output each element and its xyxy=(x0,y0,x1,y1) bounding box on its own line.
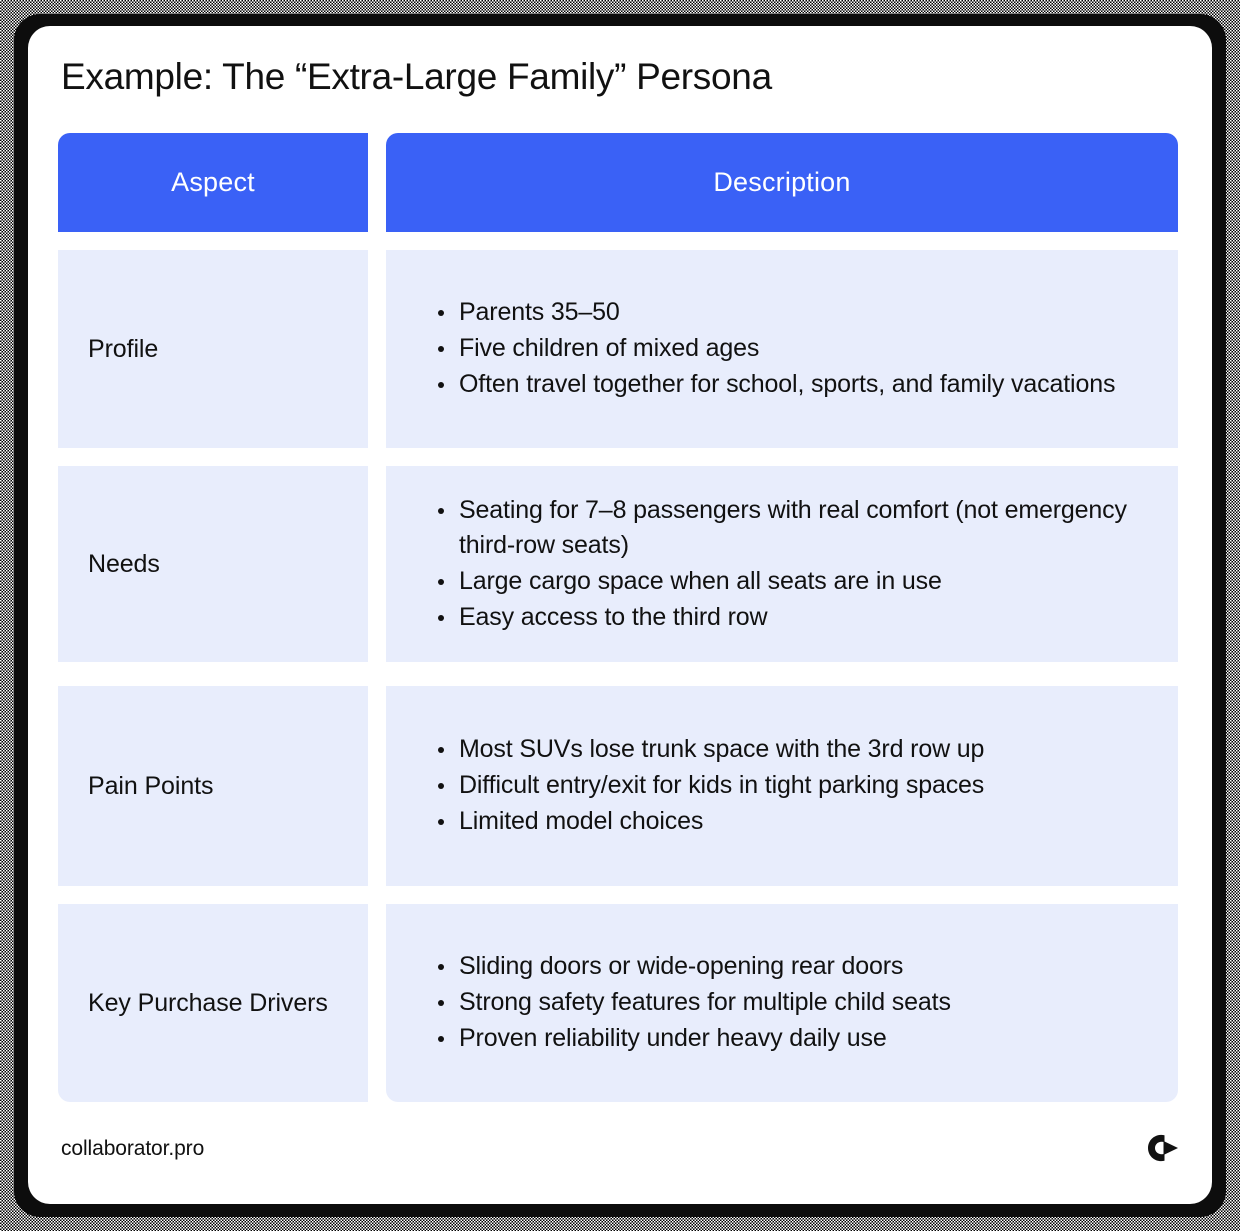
list-item: Parents 35–50 xyxy=(432,295,1148,330)
list-item: Strong safety features for multiple chil… xyxy=(432,985,1148,1020)
table-cell-aspect: Needs xyxy=(58,466,368,662)
footer-brand-text: collaborator.pro xyxy=(61,1137,205,1160)
list-item: Difficult entry/exit for kids in tight p… xyxy=(432,768,1148,803)
table-cell-aspect: Profile xyxy=(58,250,368,448)
bullet-list: Parents 35–50 Five children of mixed age… xyxy=(432,295,1148,403)
aspect-label: Profile xyxy=(88,335,159,363)
column-header-description: Description xyxy=(386,133,1178,232)
table-cell-aspect: Key Purchase Drivers xyxy=(58,904,368,1102)
aspect-label: Key Purchase Drivers xyxy=(88,989,328,1017)
persona-card: Example: The “Extra-Large Family” Person… xyxy=(28,26,1212,1204)
list-item: Five children of mixed ages xyxy=(432,331,1148,366)
table-cell-description: Sliding doors or wide-opening rear doors… xyxy=(386,904,1178,1102)
aspect-label: Pain Points xyxy=(88,772,214,800)
list-item: Most SUVs lose trunk space with the 3rd … xyxy=(432,732,1148,767)
list-item: Large cargo space when all seats are in … xyxy=(432,564,1148,599)
list-item: Easy access to the third row xyxy=(432,600,1148,635)
table-row: Needs Seating for 7–8 passengers with re… xyxy=(58,466,1178,662)
table-cell-description: Most SUVs lose trunk space with the 3rd … xyxy=(386,686,1178,886)
list-item: Seating for 7–8 passengers with real com… xyxy=(432,493,1148,563)
column-header-aspect: Aspect xyxy=(58,133,368,232)
list-item: Limited model choices xyxy=(432,804,1148,839)
collaborator-logo-icon xyxy=(1144,1132,1182,1168)
table-row: Pain Points Most SUVs lose trunk space w… xyxy=(58,686,1178,886)
table-cell-description: Seating for 7–8 passengers with real com… xyxy=(386,466,1178,662)
column-header-aspect-label: Aspect xyxy=(171,167,255,197)
table-cell-aspect: Pain Points xyxy=(58,686,368,886)
column-header-description-label: Description xyxy=(713,167,851,197)
list-item: Often travel together for school, sports… xyxy=(432,367,1148,402)
list-item: Proven reliability under heavy daily use xyxy=(432,1021,1148,1056)
bullet-list: Seating for 7–8 passengers with real com… xyxy=(432,493,1148,636)
bullet-list: Most SUVs lose trunk space with the 3rd … xyxy=(432,732,1148,840)
table-row: Profile Parents 35–50 Five children of m… xyxy=(58,250,1178,448)
aspect-label: Needs xyxy=(88,550,160,578)
bullet-list: Sliding doors or wide-opening rear doors… xyxy=(432,949,1148,1057)
list-item: Sliding doors or wide-opening rear doors xyxy=(432,949,1148,984)
page-title: Example: The “Extra-Large Family” Person… xyxy=(61,56,772,97)
persona-table: Aspect Description Profile Parents 35–50… xyxy=(58,133,1178,1102)
table-cell-description: Parents 35–50 Five children of mixed age… xyxy=(386,250,1178,448)
table-header-row: Aspect Description xyxy=(58,133,1178,232)
table-row: Key Purchase Drivers Sliding doors or wi… xyxy=(58,904,1178,1102)
